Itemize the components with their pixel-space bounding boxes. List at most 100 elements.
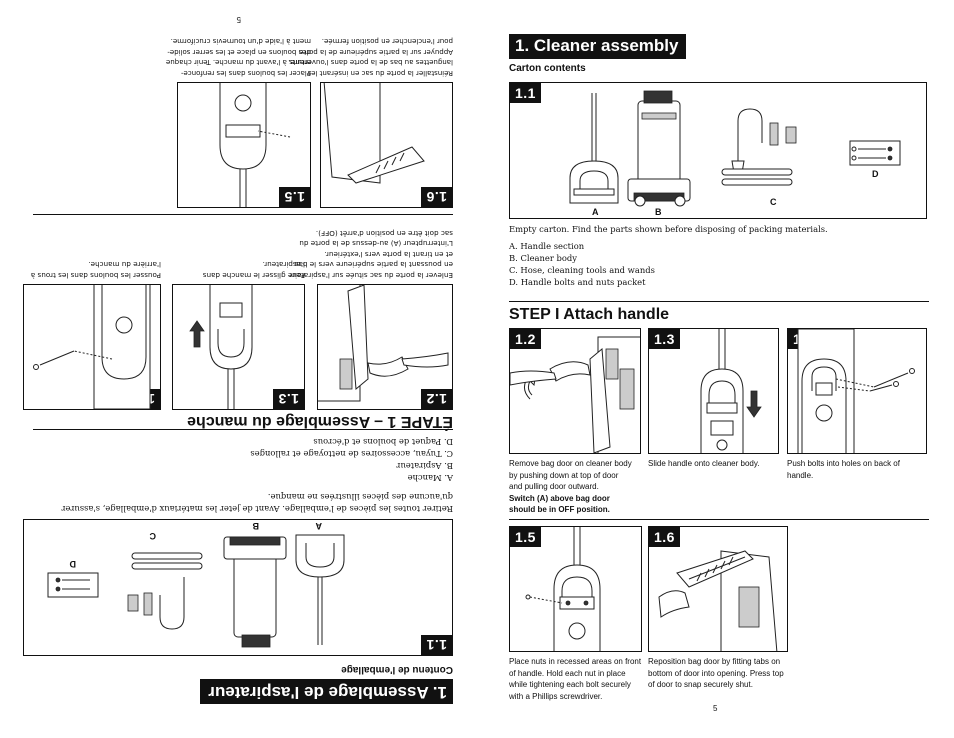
caption-1-5: Place nuts in recessed areas on front of… [509,656,641,702]
caption-line: languettes au bas de la porte dans l'ouv… [288,58,453,67]
intro-line: Retirer toutes les pièces de l'emballage… [61,504,453,514]
parts-list-item: D. Handle bolts and nuts packet [509,277,646,287]
step-title: STEP I Attach handle [509,306,670,323]
caption-line-bold: should be in OFF position. [509,505,610,514]
parts-list: A. Handle section B. Cleaner body C. Hos… [509,240,655,288]
divider [509,519,929,520]
caption-line: with a Phillips screwdriver. [509,691,603,701]
figure-1-3: 1.3 [648,328,779,454]
part-label-d-fr: D [69,559,77,569]
remove-bag-door-illustration [510,336,640,453]
place-nuts-illustration [525,527,601,651]
parts-list-item: C. Tuyau, accessoires de nettoyage et ra… [250,449,453,459]
caption-line: while tightening each bolt securely [509,680,631,689]
caption-line: Pousser les boulons dans les trous à [30,271,161,280]
carton-contents-heading: Carton contents [509,63,586,74]
caption-line: Place nuts in recessed areas on front [509,657,642,666]
parts-list-item: B. Cleaner body [509,253,578,263]
caption-line: sac doit être en position d'arrêt (OFF). [315,229,453,238]
caption-line-bold: Switch (A) above bag door [509,493,610,503]
figure-badge-1-6: 1.6 [649,527,680,547]
place-nuts-illustration-fr [219,82,291,207]
figure-1-2-fr: 1.2 [317,284,453,410]
caption-line: l'arrière du manche. [88,260,161,270]
figure-1-4-fr: 1.4 [23,284,161,410]
caption-1-4-fr: Pousser les boulons dans les trous à l'a… [30,259,161,281]
caption-line: and pulling door outward. [509,482,599,491]
caption-1-3: Slide handle onto cleaner body. [648,458,760,470]
parts-list-fr: A. Manche B. Aspirateur C. Tuyau, access… [250,436,453,484]
caption-1-6-fr: Réinstaller la porte du sac en insérant … [288,36,453,78]
caption-line: pour l'enclencher en position fermée. [321,37,453,46]
parts-list-item: D. Paquet de boulons et d'écrous [313,437,453,447]
caption-line: et en tirant la porte vers l'extérieur. [324,250,453,259]
page-number-fr: 5 [236,15,241,24]
part-label-b-fr: B [252,521,260,531]
step-title-fr: ÉTAPE 1 – Assemblage du manche [187,413,453,430]
figure-badge-1-2: 1.2 [510,329,541,349]
page-number: 5 [713,704,718,713]
caption-line: L'interrupteur (A) au-dessus de la porte… [299,239,453,249]
caption-line: Faire glisser le manche dans [202,271,305,280]
carton-contents-heading-fr: Contenu de l'emballage [341,664,453,675]
caption-line: bottom of door into opening. Press top [648,668,784,678]
parts-list-item: A. Manche [407,473,453,483]
divider-fr [33,214,453,215]
caption-line: Enlever la porte du sac située sur l'asp… [289,271,453,280]
caption-1-3-fr: Faire glisser le manche dans l'aspirateu… [202,259,305,281]
french-page-rotated: 1. Assemblage de l'aspirateur Contenu de… [13,15,453,704]
parts-list-item: B. Aspirateur [396,461,453,471]
push-bolts-illustration [797,329,915,453]
intro-text: Empty carton. Find the parts shown befor… [509,224,828,234]
figure-1-1-fr: 1.1 A B C D [23,519,453,656]
caption-line: of door to snap securely shut. [648,680,753,689]
intro-line: qu'aucune des pièces illustrées ne manqu… [267,492,453,502]
caption-line: Réinstaller la porte du sac en insérant … [307,69,453,77]
parts-list-item: C. Hose, cleaning tools and wands [509,265,655,275]
caption-line: Remove bag door on cleaner body [509,459,632,468]
figure-badge-1-1: 1.1 [510,83,541,103]
caption-line: en poussant la partie supérieure vers le… [294,260,453,270]
caption-1-2-fr: Enlever la porte du sac située sur l'asp… [289,228,453,280]
caption-1-2: Remove bag door on cleaner body by pushi… [509,458,632,516]
caption-line: Reposition bag door by fitting tabs on [648,657,781,666]
english-page: 1. Cleaner assembly Carton contents 1.1 [477,0,954,738]
caption-1-4: Push bolts into holes on back of handle. [787,458,900,481]
caption-line: by pushing down at top of door [509,470,619,480]
caption-line: l'aspirateur. [262,260,305,270]
part-label-a: A [592,207,599,217]
parts-list-item: A. Handle section [509,241,585,251]
figure-1-3-fr: 1.3 [172,284,305,410]
part-label-a-fr: A [315,521,323,531]
figure-1-4: 1.4 [787,328,927,454]
reposition-bag-door-illustration [658,550,778,651]
divider [509,301,929,302]
carton-contents-illustration-fr [47,534,345,648]
figure-1-6: 1.6 [648,526,788,652]
slide-handle-illustration-fr [189,284,253,409]
part-label-c-fr: C [149,531,157,541]
part-label-c: C [770,197,777,207]
caption-line: Slide handle onto cleaner body. [648,459,760,468]
figure-badge-1-3: 1.3 [649,329,680,349]
section-title: 1. Cleaner assembly [509,34,687,59]
caption-line: of handle. Hold each nut in place [509,668,626,678]
part-label-d: D [872,169,879,179]
intro-text-fr: Retirer toutes les pièces de l'emballage… [13,491,453,515]
section-title-fr: 1. Assemblage de l'aspirateur [200,679,453,704]
slide-handle-illustration [700,329,762,453]
figure-1-2: 1.2 [509,328,641,454]
caption-1-6: Reposition bag door by fitting tabs on b… [648,656,784,691]
remove-bag-door-illustration-fr [317,284,449,402]
figure-1-5-fr: 1.5 [177,82,311,208]
figure-1-5: 1.5 [509,526,642,652]
reposition-bag-door-illustration-fr [323,82,425,184]
part-label-b: B [655,207,662,217]
caption-line: handle. [787,470,814,480]
push-bolts-illustration-fr [33,284,151,409]
caption-line: Push bolts into holes on back of [787,459,900,468]
figure-1-1: 1.1 [509,82,927,219]
figure-1-6-fr: 1.6 [320,82,453,208]
caption-line: Appuyer sur la partie supérieure de la p… [299,48,453,56]
figure-badge-1-5: 1.5 [510,527,541,547]
